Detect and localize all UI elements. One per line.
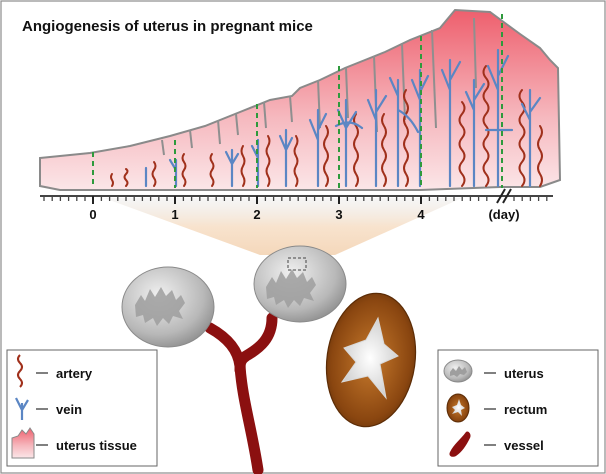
tick-label-3: 3 [335,207,342,222]
vein [520,88,542,188]
artery [209,153,215,187]
tick-label-1: 1 [171,207,178,222]
artery [265,135,271,187]
vein [484,48,514,188]
vein [440,58,462,188]
artery [458,101,466,187]
vein [464,78,486,188]
legend-label-uterus-tissue: uterus tissue [56,438,137,453]
timeline-major-ticks [92,196,422,204]
vein-icon [15,397,29,420]
day-guides [92,14,503,188]
timeline-unit-label: (day) [488,207,519,222]
vein [308,108,328,188]
artery [293,135,299,187]
artery [537,125,543,187]
vessel-icon [449,431,471,457]
artery [323,125,329,187]
blood-vessel-right-branch [234,312,278,376]
artery [482,65,490,187]
legend-label-artery: artery [56,366,93,381]
uterus-tissue-strip [39,8,562,191]
artery [240,145,246,187]
diagram-title: Angiogenesis of uterus in pregnant mice [22,18,313,35]
legend-label-vein: vein [56,402,82,417]
artery [181,153,187,187]
artery [353,113,359,187]
tick-label-2: 2 [253,207,260,222]
artery [123,168,129,187]
vein [388,76,420,188]
arteries [110,65,543,187]
legend-label-vessel: vessel [504,438,544,453]
tick-label-4: 4 [417,207,425,222]
artery [403,89,409,187]
rectum-icon [446,393,470,423]
tick-label-0: 0 [89,207,96,222]
zoom-funnel [104,198,462,255]
rectum [325,292,417,428]
artery [151,161,157,187]
legend-label-uterus: uterus [504,366,544,381]
artery [518,89,526,187]
uterus-icon [443,359,473,383]
vein [334,98,364,188]
artery-icon [17,354,23,388]
uterus-left [121,266,215,348]
vein [366,88,388,188]
artery [110,173,114,187]
vein [224,148,240,188]
uterus-top [253,245,347,323]
axis-break-mark [496,188,512,204]
artery [381,113,387,187]
legend-label-rectum: rectum [504,402,547,417]
uterus-tissue-icon [11,427,35,459]
veins [144,48,542,188]
vein [278,128,294,188]
